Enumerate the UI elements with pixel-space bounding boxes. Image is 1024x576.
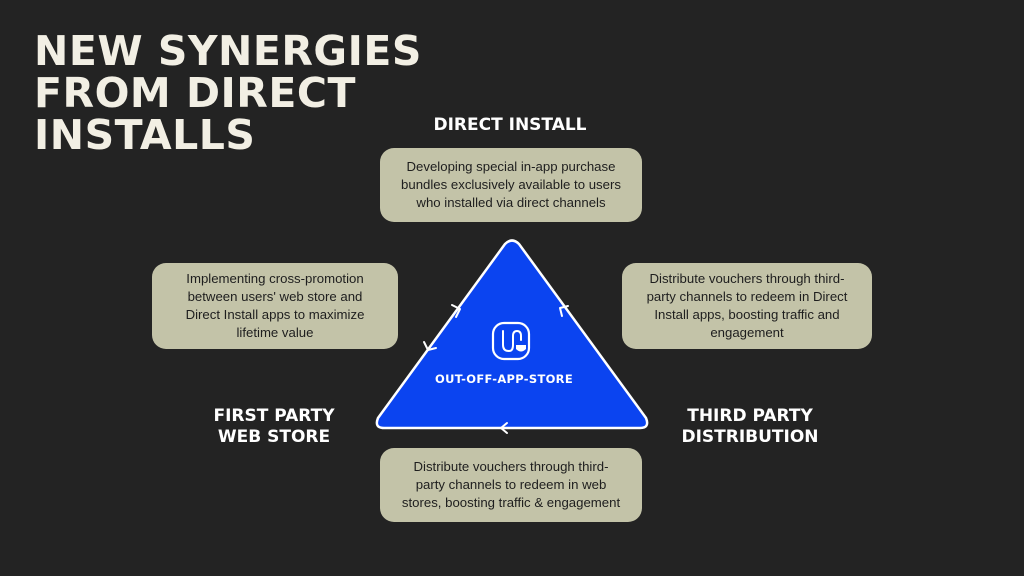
- info-box-bottom: Distribute vouchers through third- party…: [380, 448, 642, 522]
- node-label-direct-install: DIRECT INSTALL: [420, 115, 600, 136]
- box-line: engagement: [710, 325, 784, 340]
- box-line: Direct Install apps to maximize: [185, 307, 365, 322]
- box-line: party channels to redeem in Direct: [646, 289, 848, 304]
- info-box-left: Implementing cross-promotion between use…: [152, 263, 398, 349]
- title-line: NEW SYNERGIES: [34, 27, 422, 75]
- node-label-text: THIRD PARTY: [687, 406, 813, 426]
- node-label-text: FIRST PARTY: [213, 406, 335, 426]
- box-line: Developing special in-app purchase: [406, 159, 616, 174]
- box-line: Install apps, boosting traffic and: [654, 307, 840, 322]
- center-label: OUT-OFF-APP-STORE: [435, 372, 573, 386]
- box-line: party channels to redeem in web: [415, 477, 607, 492]
- box-line: who installed via direct channels: [416, 195, 606, 210]
- title-line: INSTALLS: [34, 111, 256, 159]
- arrow-left-side-icon: [451, 304, 461, 318]
- page-title: NEW SYNERGIES FROM DIRECT INSTALLS: [34, 30, 474, 156]
- box-line: bundles exclusively available to users: [401, 177, 621, 192]
- box-line: Distribute vouchers through third-: [649, 271, 845, 286]
- arrow-bottom-icon: [500, 422, 508, 434]
- box-line: lifetime value: [236, 325, 314, 340]
- node-label-text: DIRECT INSTALL: [433, 115, 587, 135]
- node-label-first-party: FIRST PARTY WEB STORE: [194, 406, 354, 448]
- plug-icon: [491, 321, 531, 361]
- title-line: FROM DIRECT: [34, 69, 356, 117]
- box-line: stores, boosting traffic & engagement: [401, 495, 621, 510]
- arrow-left-lower-icon: [423, 341, 437, 351]
- arrow-right-side-icon: [559, 305, 569, 317]
- node-label-text: WEB STORE: [217, 427, 331, 447]
- triangle: [375, 239, 649, 430]
- info-box-top: Developing special in-app purchase bundl…: [380, 148, 642, 222]
- box-line: Implementing cross-promotion: [186, 271, 364, 286]
- box-line: between users' web store and: [187, 289, 363, 304]
- node-label-text: DISTRIBUTION: [681, 427, 819, 447]
- info-box-right: Distribute vouchers through third- party…: [622, 263, 872, 349]
- box-line: Distribute vouchers through third-: [413, 459, 609, 474]
- node-label-third-party: THIRD PARTY DISTRIBUTION: [660, 406, 840, 448]
